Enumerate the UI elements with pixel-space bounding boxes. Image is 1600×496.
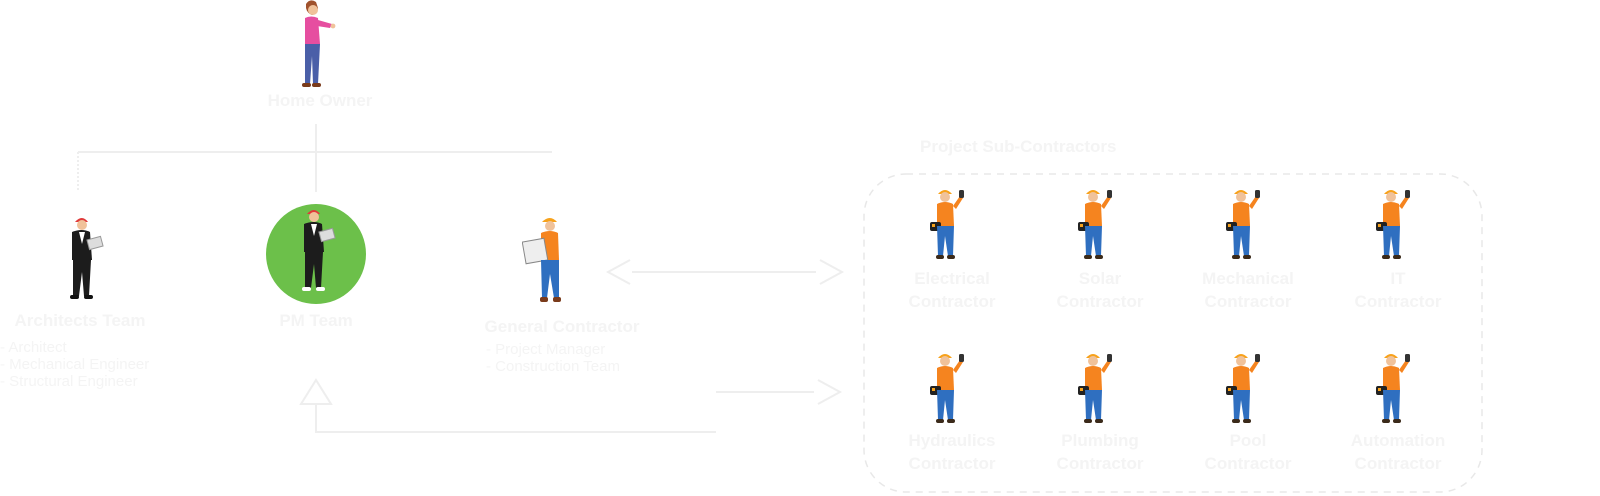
subcontractor-worker-icon (1374, 188, 1414, 269)
subcontractor-role: Contractor (1354, 454, 1442, 473)
subcontractor-name: IT (1390, 269, 1406, 288)
architects-team-member-3: - Structural Engineer (0, 373, 138, 390)
arrow-right-head (819, 259, 845, 285)
general-contractor-member-1: - Project Manager (486, 341, 606, 358)
subcontractor-box (863, 173, 1483, 493)
subcontractor-worker-icon (928, 352, 968, 433)
home-owner-label: Home Owner (267, 91, 373, 110)
subcontractor-name: Electrical (914, 269, 990, 288)
general-contractor-label: General Contractor (484, 317, 640, 336)
general-contractor-figure-icon (522, 218, 561, 302)
subcontractor-name: Hydraulics (908, 431, 996, 450)
subcontractor-worker-icon (1224, 188, 1264, 269)
subcontractor-name: Automation (1350, 431, 1446, 450)
subcontractor-role: Contractor (1204, 454, 1292, 473)
return-path-line (315, 404, 716, 433)
subcontractor-name: Plumbing (1061, 431, 1139, 450)
subcontractor-role: Contractor (908, 292, 996, 311)
subcontractor-role: Contractor (1056, 292, 1144, 311)
subcontractor-worker-icon (928, 188, 968, 269)
architects-team-member-1: - Architect (0, 339, 67, 356)
pm-team-figure-icon (302, 210, 336, 291)
architects-team-label: Architects Team (14, 311, 146, 330)
subcontractor-role: Contractor (908, 454, 996, 473)
arrow-up-head (299, 378, 333, 405)
subcontractor-name: Pool (1229, 431, 1267, 450)
architects-team-member-2: - Mechanical Engineer (0, 356, 150, 373)
subcontractor-name: Mechanical (1202, 269, 1294, 288)
arrow-return-head (817, 379, 843, 405)
general-contractor-member-2: - Construction Team (486, 358, 620, 375)
subcontractor-name: Solar (1078, 269, 1122, 288)
subcontractor-worker-icon (1076, 188, 1116, 269)
subcontractor-role: Contractor (1056, 454, 1144, 473)
subcontractor-worker-icon (1076, 352, 1116, 433)
subcontractor-worker-icon (1374, 352, 1414, 433)
subcontractors-title: Project Sub-Contractors (920, 137, 1117, 156)
subcontractor-role: Contractor (1354, 292, 1442, 311)
subcontractor-worker-icon (1224, 352, 1264, 433)
arrow-left-head (605, 259, 631, 285)
subcontractor-role: Contractor (1204, 292, 1292, 311)
pm-team-label: PM Team (279, 311, 353, 330)
home-owner-figure-icon (302, 0, 336, 87)
architect-figure-icon (70, 218, 104, 299)
